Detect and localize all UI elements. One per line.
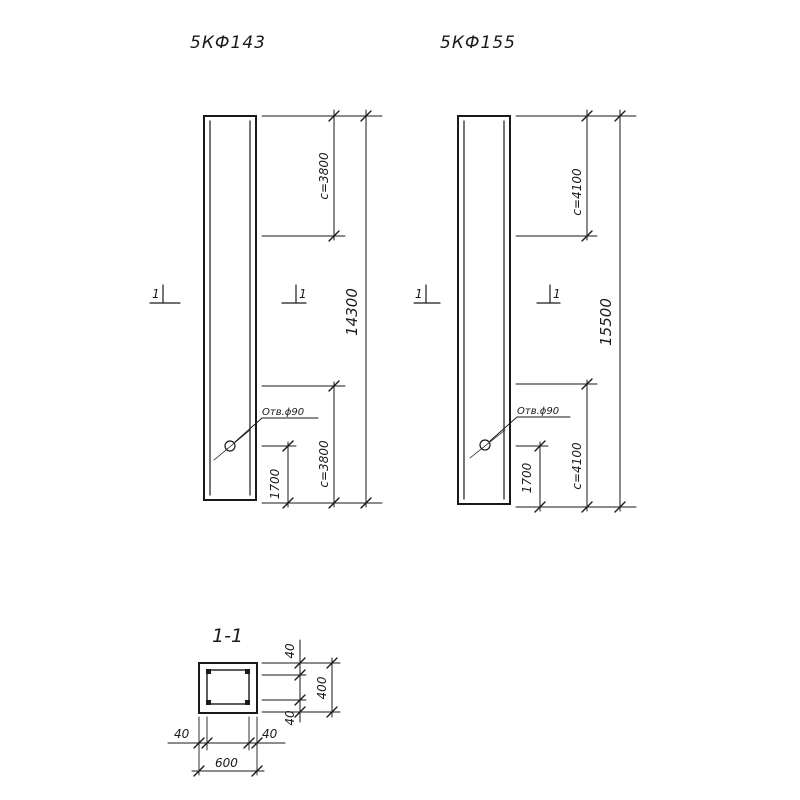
dimension-tick (534, 440, 546, 452)
cut-mark-label: 1 (415, 287, 423, 301)
dimension-total-label: 15500 (597, 298, 615, 346)
section-outer-rect (198, 662, 258, 714)
hole-axis-line (213, 429, 251, 461)
cut-mark-label: 1 (553, 287, 561, 301)
panel-5kf155: 5КФ155 Отв.ϕ90 1 1 (413, 33, 637, 513)
dimension-tick (581, 110, 593, 122)
dimension-tick (294, 694, 306, 706)
panel-5kf143: 5КФ143 Отв.ϕ90 1 1 (149, 33, 383, 509)
section-outline (198, 662, 258, 714)
dimension-top-label: c=3800 (317, 152, 331, 200)
leader-line (489, 416, 518, 442)
dimension-tick (282, 440, 294, 452)
hole-note: Отв.ϕ90 (262, 407, 304, 418)
dimension-tick (581, 378, 593, 390)
panel-mark-label: 5КФ143 (190, 33, 266, 53)
hole-circle (479, 439, 491, 451)
dimension-tick (328, 110, 340, 122)
dimension-tick (581, 501, 593, 513)
dimension-tick (193, 737, 205, 749)
dimension-tick (294, 657, 306, 669)
dimension-lines (515, 109, 637, 513)
cross-section-1-1: 1-1 (167, 625, 341, 777)
dimension-tick (360, 110, 372, 122)
dimension-lines (261, 109, 383, 509)
dimension-tick (614, 501, 626, 513)
dimension-hole-label: 1700 (520, 462, 534, 493)
hole-callout: Отв.ϕ90 (489, 406, 571, 442)
dimension-bottom-label: c=4100 (570, 442, 584, 490)
dimension-tick (614, 110, 626, 122)
column-outline (203, 115, 257, 501)
hole-circle (224, 440, 236, 452)
dimension-total-label: 14300 (343, 288, 361, 336)
column-elevation (457, 115, 511, 505)
dimension-tick (360, 497, 372, 509)
section-cut-mark-right: 1 (536, 284, 561, 304)
dimension-hole-label: 1700 (268, 468, 282, 499)
dimension-tick (251, 765, 263, 777)
leader-line (234, 417, 263, 443)
column-elevation (203, 115, 257, 501)
dimension-tick (534, 501, 546, 513)
dimension-tick (328, 230, 340, 242)
rebar-corner (245, 669, 250, 674)
rebar-corner (206, 669, 211, 674)
dimension-tick (326, 657, 338, 669)
dimension-inner-label: 400 (315, 676, 329, 699)
section-title: 1-1 (212, 625, 243, 647)
section-dimension-lines (167, 639, 341, 777)
section-cut-mark-left: 1 (149, 284, 181, 304)
hole-note: Отв.ϕ90 (517, 406, 559, 417)
dimension-tick (251, 737, 263, 749)
dimension-cover-left-label: 40 (174, 727, 190, 741)
rebar-corner (245, 700, 250, 705)
column-outline (457, 115, 511, 505)
dimension-bottom-label: c=3800 (317, 440, 331, 488)
dimension-cover-bottom-label: 40 (283, 710, 297, 726)
dimension-tick (328, 380, 340, 392)
dimension-tick (201, 737, 213, 749)
panel-mark-label: 5КФ155 (440, 33, 516, 53)
dimension-tick (193, 765, 205, 777)
dimension-tick (243, 737, 255, 749)
dimension-tick (326, 706, 338, 718)
hole-axis-line (469, 429, 506, 459)
dimension-tick (282, 497, 294, 509)
section-cut-mark-left: 1 (413, 284, 441, 304)
dimension-width-label: 600 (215, 756, 238, 770)
dimension-tick (294, 669, 306, 681)
dimension-tick (294, 706, 306, 718)
dimension-top-label: c=4100 (570, 168, 584, 216)
hole-callout: Отв.ϕ90 (234, 407, 319, 443)
cut-mark-label: 1 (299, 287, 307, 301)
dimension-cover-right-label: 40 (262, 727, 278, 741)
dimension-tick (328, 497, 340, 509)
section-inner-rect (206, 669, 250, 705)
section-cut-mark-right: 1 (281, 284, 307, 304)
dimension-cover-top-label: 40 (283, 643, 297, 659)
cut-mark-label: 1 (152, 287, 160, 301)
rebar-corner (206, 700, 211, 705)
dimension-tick (581, 230, 593, 242)
